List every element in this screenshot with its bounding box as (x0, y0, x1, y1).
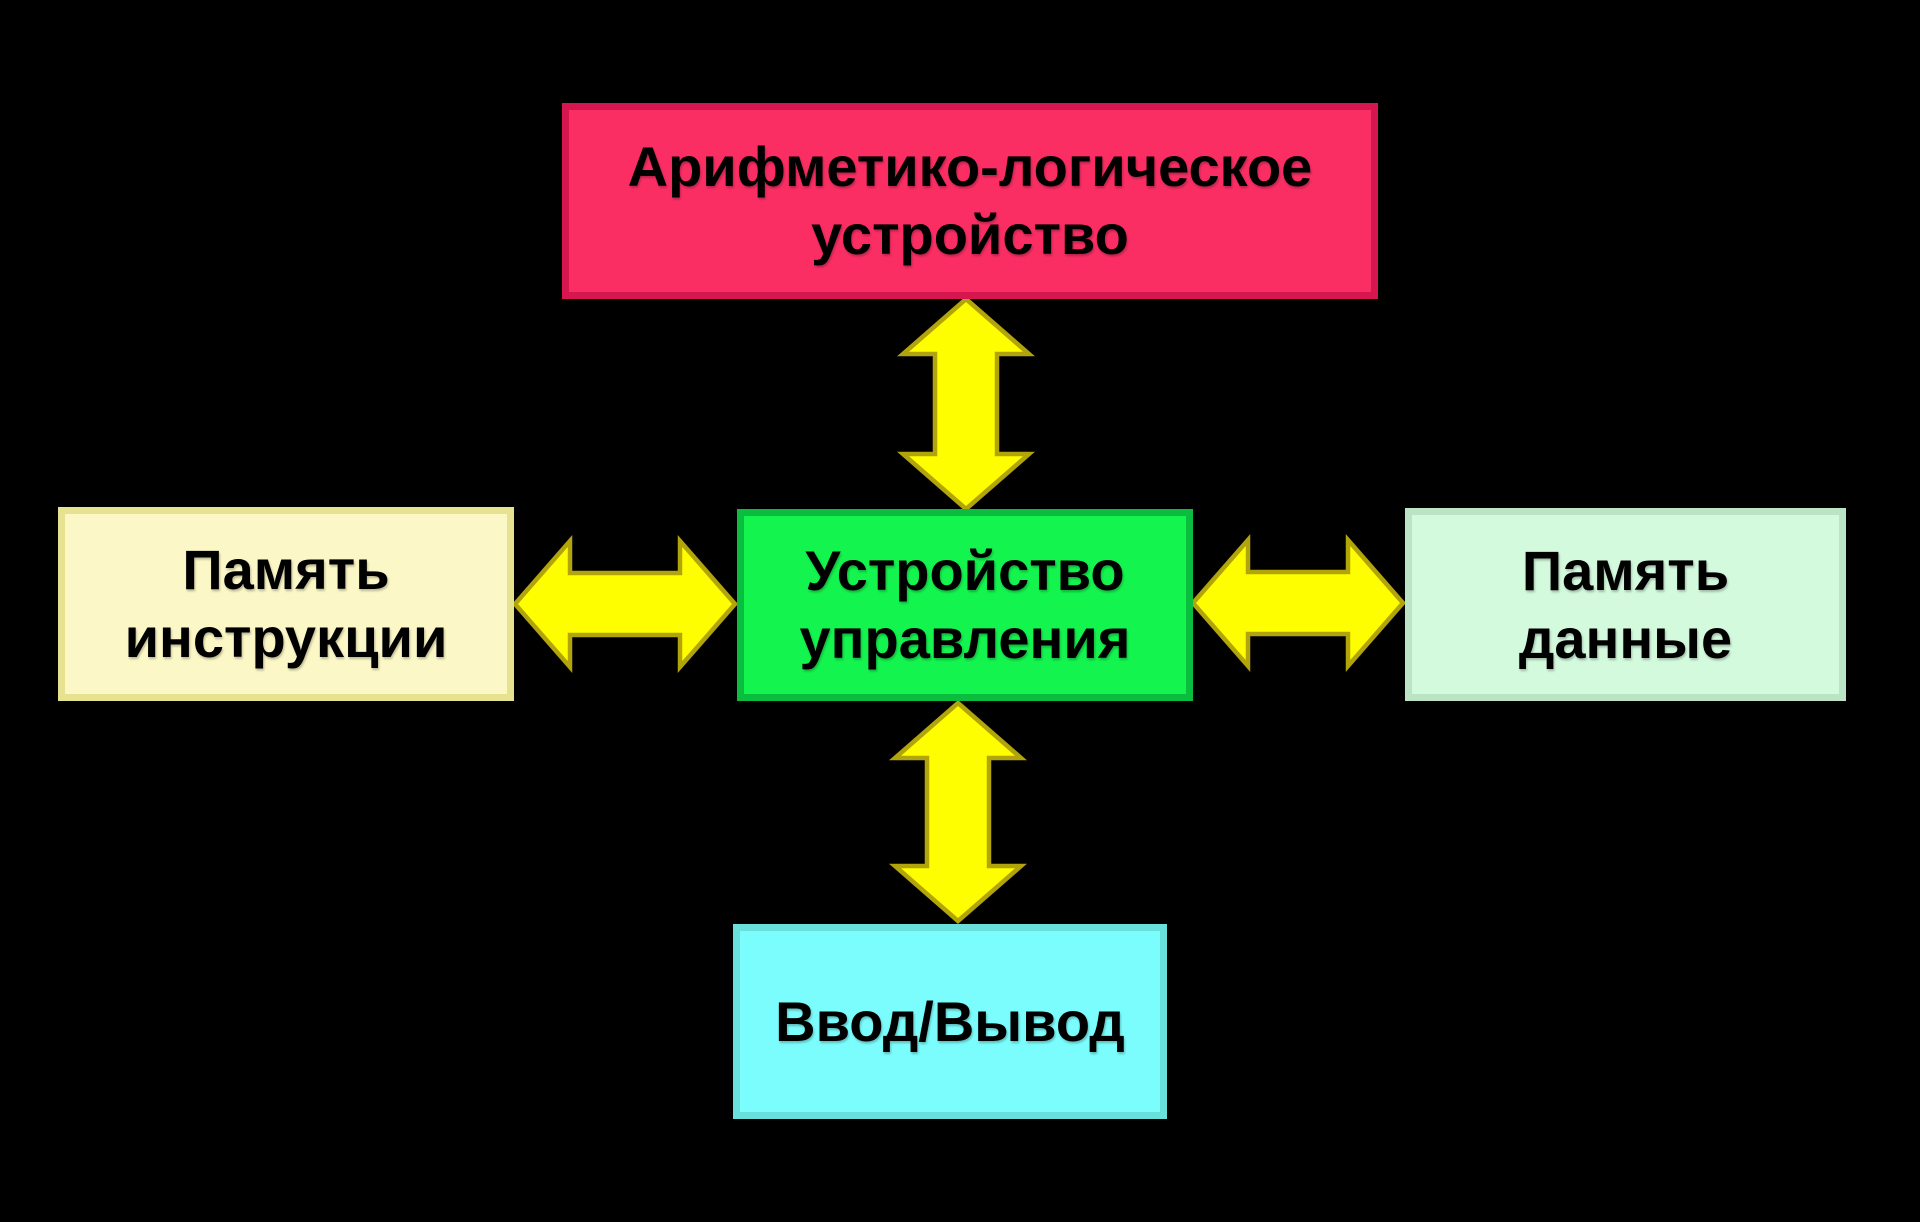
instruction-memory-label: Память инструкции (124, 538, 448, 669)
io-box: Ввод/Вывод (733, 924, 1167, 1119)
data-memory-box: Память данные (1405, 508, 1846, 701)
control-unit-label: Устройство управления (799, 539, 1131, 670)
double-arrow-control-data-memory (1190, 534, 1406, 672)
control-unit-box: Устройство управления (737, 509, 1193, 701)
double-arrow-control-alu (897, 296, 1035, 512)
instruction-memory-box: Память инструкции (58, 507, 514, 701)
io-label: Ввод/Вывод (775, 989, 1125, 1053)
double-arrow-control-io (889, 700, 1027, 924)
double-arrow-control-instruction-memory (512, 535, 738, 673)
data-memory-label: Память данные (1518, 538, 1733, 670)
alu-box: Арифметико-логическое устройство (562, 103, 1378, 299)
alu-label: Арифметико-логическое устройство (627, 135, 1313, 266)
